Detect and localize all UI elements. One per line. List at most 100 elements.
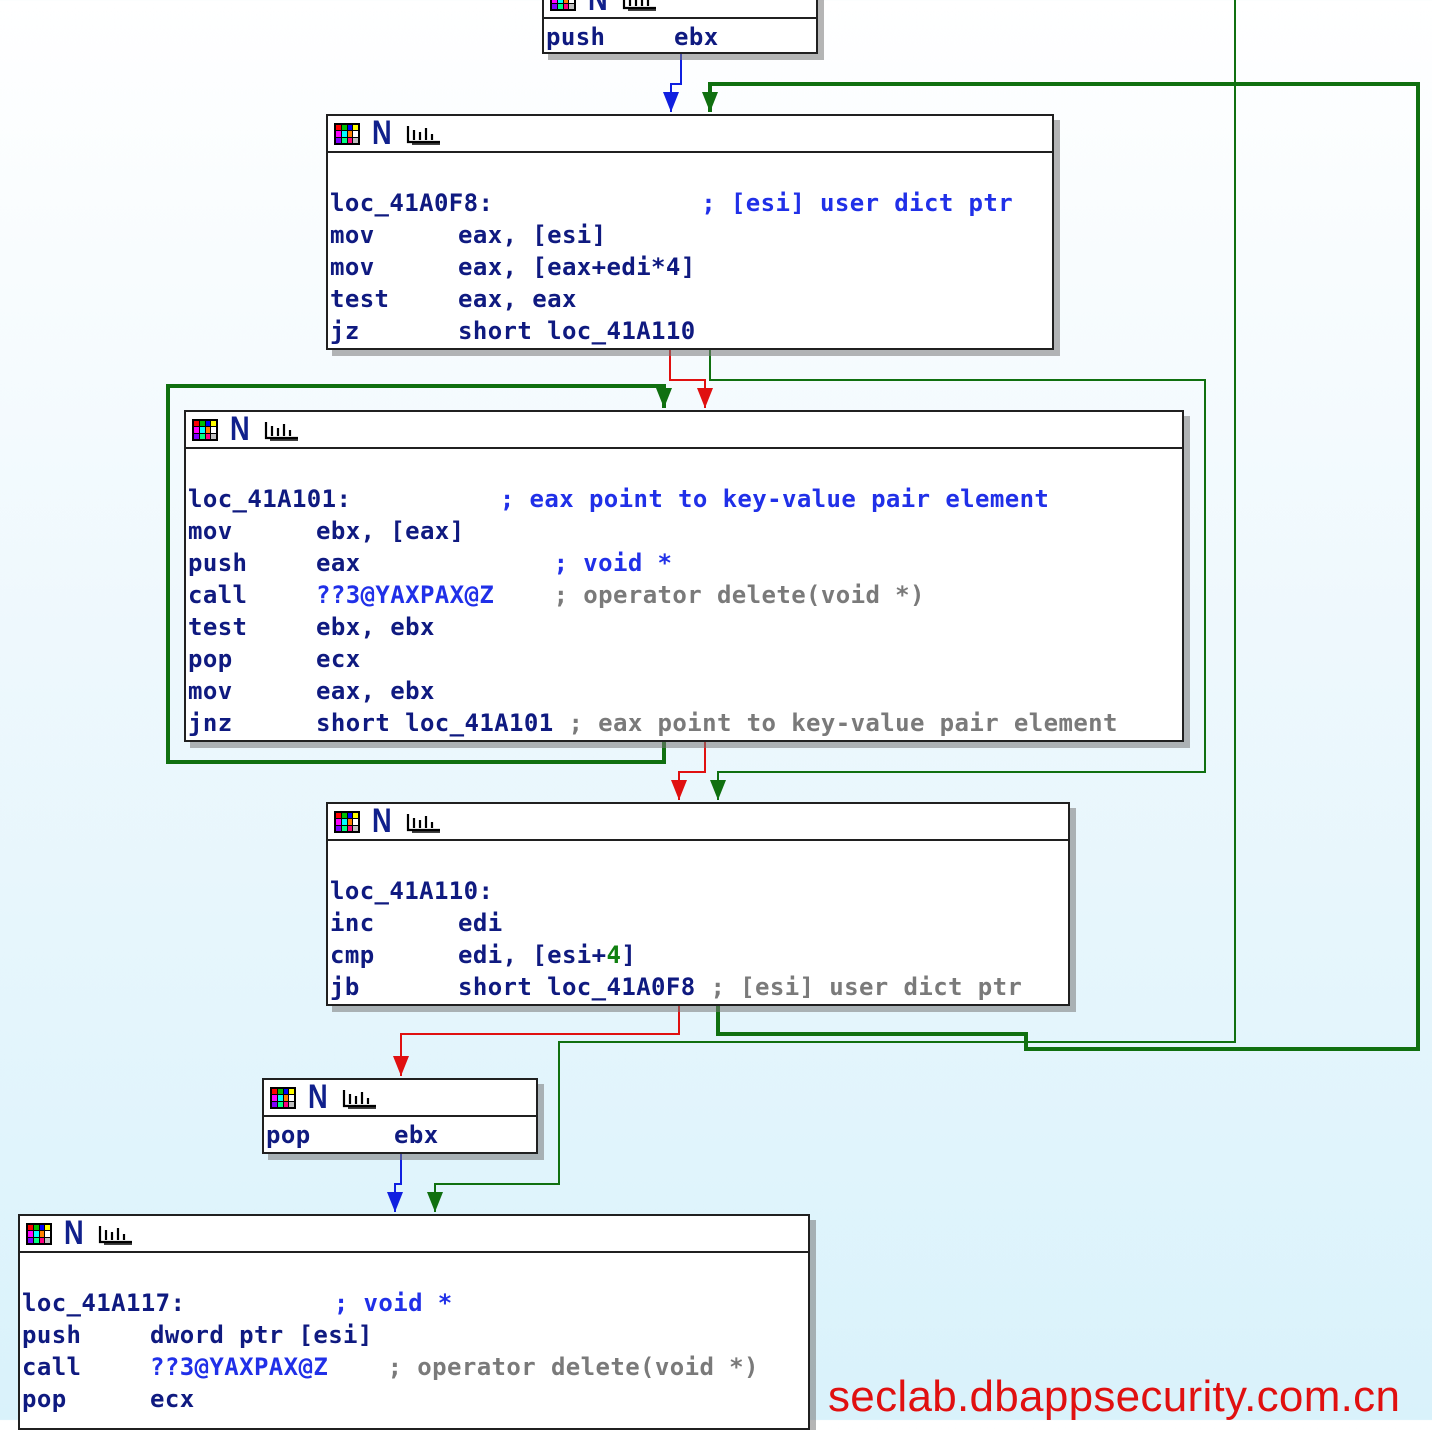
graph-chart-icon [406,814,440,833]
operand: eax, ebx [316,677,435,705]
graph-chart-icon [264,422,298,441]
operand: eax, [esi] [458,221,607,249]
code-label-line: loc_41A0F8: ; [esi] user dict ptr [330,187,1052,219]
mnemonic: test [330,285,390,313]
mnemonic: jz [330,317,360,345]
edge-n3-n4-false [400,1006,680,1076]
edge-arrowhead-icon [702,92,718,112]
code-label: loc_41A101: [188,485,352,513]
node-color-icon [334,123,360,145]
edge-arrowhead-icon [663,92,679,112]
operand: ] [621,941,637,969]
operand: ecx [316,645,361,673]
operand: short loc_41A0F8 [458,973,696,1001]
edge-arrowhead-icon [656,388,672,408]
edge-n1-n2-false [669,350,706,408]
mnemonic: call [22,1353,82,1381]
graph-chart-icon [622,0,656,11]
instruction-line: mov eax, ebx [188,675,1182,707]
mnemonic: call [188,581,248,609]
instruction-line: jnz short loc_41A101 ; eax point to key-v… [188,707,1182,739]
operand: ebx [674,23,719,51]
operand: eax [316,549,361,577]
operand: ebx, [eax] [316,517,465,545]
edge-arrowhead-icon [671,780,687,800]
operand: ??3@YAXPAX@Z [150,1353,329,1381]
graph-node-pop-ebx[interactable]: N pop ebx [262,1078,538,1154]
code-comment: ; eax point to key-value pair element [499,485,1050,513]
mnemonic: pop [188,645,233,673]
instruction-line: pop ecx [188,643,1182,675]
code-comment: ; void * [333,1289,453,1317]
node-mode-letter: N [230,410,250,448]
operand: edi [458,909,503,937]
instruction-line: pop ecx [22,1383,808,1415]
node-color-icon [550,0,576,11]
graph-chart-icon [406,126,440,145]
node-color-icon [26,1223,52,1245]
mnemonic: mov [188,517,233,545]
instruction-line: pop ebx [266,1119,536,1151]
instruction-line: mov ebx, [eax] [188,515,1182,547]
node-body: pop ebx [264,1117,536,1153]
instruction-line: call ??3@YAXPAX@Z ; operator delete(void … [22,1351,808,1383]
instruction-line: call??3@YAXPAX@Z ; operator delete(void … [188,579,1182,611]
code-label-line: loc_41A110: [330,875,1068,907]
edge-arrowhead-icon [387,1192,403,1212]
node-color-icon [270,1087,296,1109]
node-color-icon [334,811,360,833]
node-body: loc_41A101: ; eax point to key-value pai… [186,449,1182,741]
graph-chart-icon [342,1090,376,1109]
operand: edi, [esi+ [458,941,607,969]
operand: short loc_41A101 [316,709,554,737]
node-header: N [186,412,1182,449]
mnemonic: inc [330,909,375,937]
operand: ??3@YAXPAX@Z [316,581,495,609]
edge-arrowhead-icon [710,780,726,800]
blank-line [330,155,1052,187]
operand: ecx [150,1385,195,1413]
operand: dword ptr [esi] [150,1321,373,1349]
mnemonic: pop [22,1385,67,1413]
node-header: N [264,1080,536,1117]
node-header: N [544,0,816,19]
repeatable-comment: ; [esi] user dict ptr [710,973,1023,1001]
node-mode-letter: N [64,1214,84,1252]
mnemonic: push [22,1321,82,1349]
edge-arrowhead-icon [393,1056,409,1076]
edge-outer-loop-line [1026,0,1236,1043]
edge-arrowhead-icon [427,1192,443,1212]
mnemonic: mov [188,677,233,705]
repeatable-comment: ; operator delete(void *) [387,1353,759,1381]
graph-node-loc-41A101[interactable]: N loc_41A101: ; eax point to key-value p… [184,410,1184,742]
blank-line [330,843,1068,875]
instruction-line: inc edi [330,907,1068,939]
operand: ebx [394,1121,439,1149]
node-mode-letter: N [372,802,392,840]
mnemonic: jnz [188,709,233,737]
blank-line [188,451,1182,483]
edge-n3-loop-back [708,82,1420,1051]
mnemonic: mov [330,221,375,249]
mnemonic: pop [266,1121,311,1149]
blank-line [22,1255,808,1287]
code-label: loc_41A0F8: [330,189,494,217]
code-label-line: loc_41A101: ; eax point to key-value pai… [188,483,1182,515]
graph-chart-icon [98,1226,132,1245]
repeatable-comment: ; eax point to key-value pair element [568,709,1118,737]
code-comment: ; [esi] user dict ptr [701,189,1014,217]
instruction-line: mov eax, [esi] [330,219,1052,251]
mnemonic: push [188,549,248,577]
